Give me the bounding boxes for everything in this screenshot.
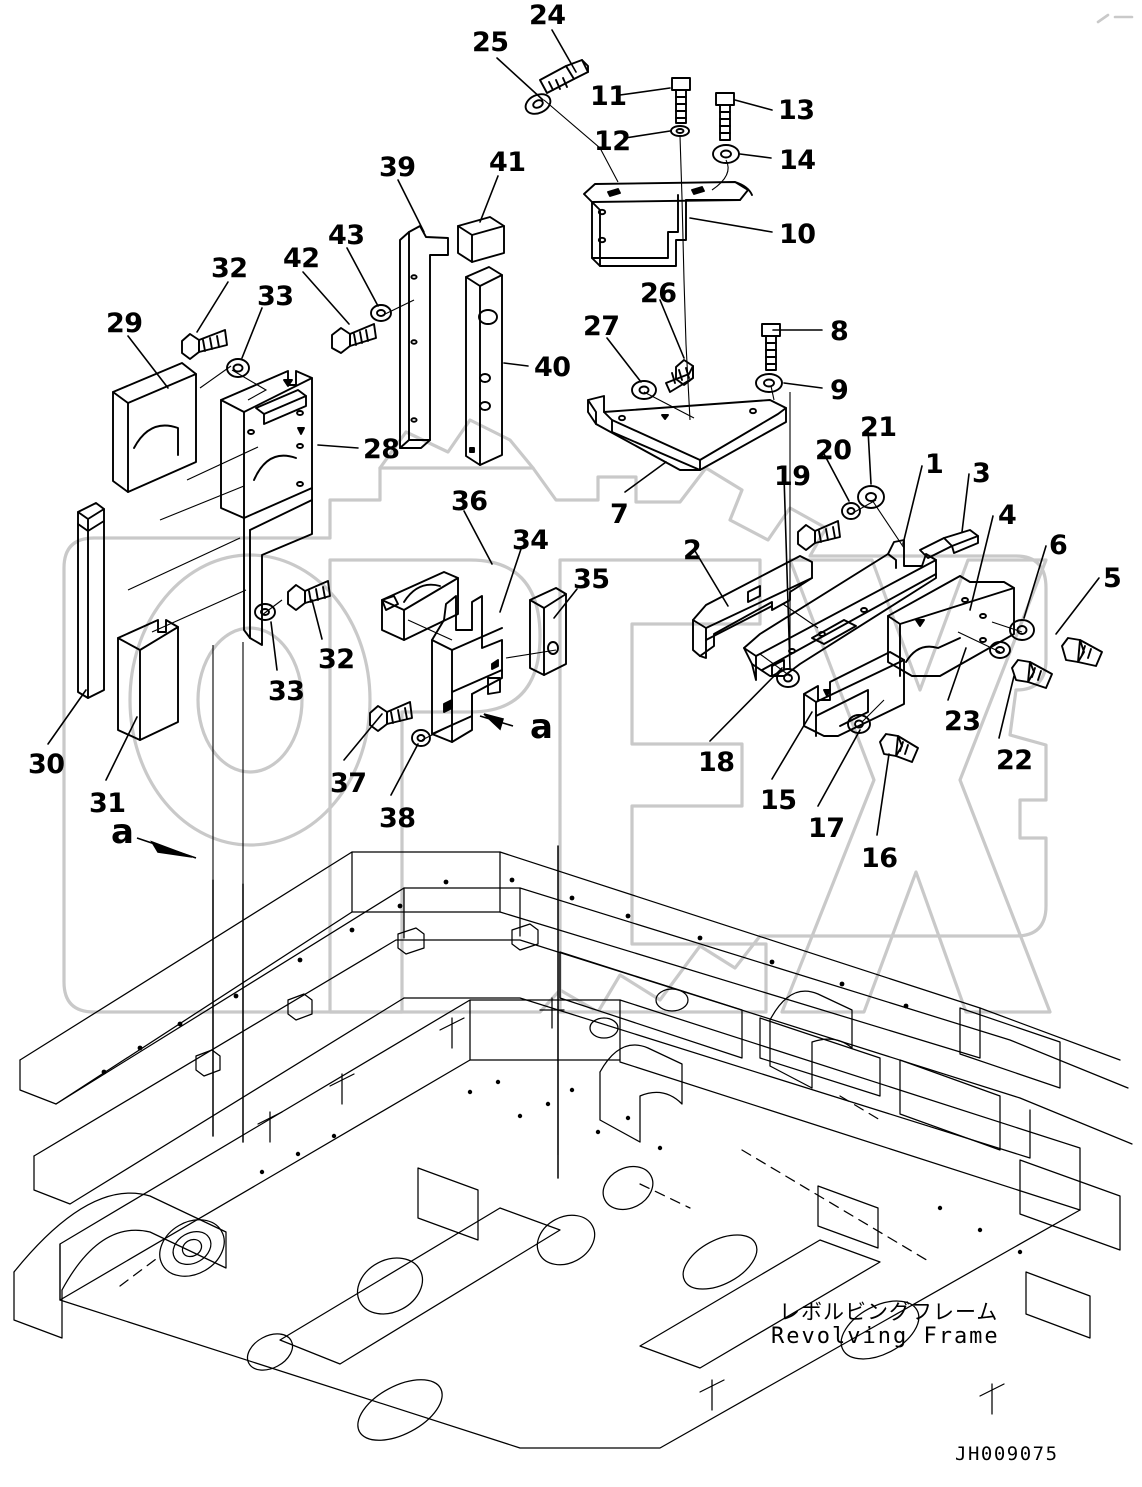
callout-35: 35 [573, 564, 610, 595]
callout-9: 9 [830, 375, 849, 406]
callout-6: 6 [1049, 530, 1068, 561]
callout-3: 3 [972, 458, 991, 489]
part-15-bracket [803, 651, 905, 737]
part-10-cover [583, 181, 753, 267]
caption-japanese: レボルビングフレーム [779, 1300, 999, 1324]
part-4-plate [887, 575, 1015, 677]
part-33-washer-lower [254, 603, 276, 621]
part-13-bolt [715, 92, 735, 141]
callout-18: 18 [698, 747, 735, 778]
callout-8: 8 [830, 316, 849, 347]
part-24-bolt [539, 59, 589, 94]
callout-4: 4 [998, 500, 1017, 531]
callout-12: 12 [594, 126, 631, 157]
part-42-bolt [331, 323, 377, 354]
part-32-bolt-upper [181, 329, 228, 360]
callout-20: 20 [815, 435, 852, 466]
callout-14: 14 [779, 145, 816, 176]
callout-42: 42 [283, 243, 320, 274]
part-9-washer [755, 373, 783, 393]
part-30-bar [77, 502, 105, 699]
part-26-bolt [665, 359, 694, 393]
part-22-bolt [1011, 659, 1053, 689]
part-2-rail [692, 555, 813, 659]
callout-33-lower: 33 [268, 676, 305, 707]
callout-13: 13 [778, 95, 815, 126]
part-29-plate [112, 362, 197, 493]
part-38-washer [411, 729, 431, 747]
callout-30: 30 [28, 749, 65, 780]
callout-41: 41 [489, 147, 526, 178]
callout-29: 29 [106, 308, 143, 339]
part-11-bolt [671, 77, 691, 124]
part-27-washer [631, 380, 657, 400]
callout-24: 24 [529, 0, 566, 31]
part-5-bolt [1061, 637, 1103, 667]
part-14-washer [712, 144, 740, 164]
part-32-bolt-lower [287, 580, 331, 611]
callout-37: 37 [330, 768, 367, 799]
callout-5: 5 [1103, 563, 1122, 594]
callout-16: 16 [861, 843, 898, 874]
callout-33-upper: 33 [257, 281, 294, 312]
part-28-bracket [220, 370, 313, 646]
callout-11: 11 [590, 81, 627, 112]
callout-40: 40 [534, 352, 571, 383]
callout-32-upper: 32 [211, 253, 248, 284]
callout-23: 23 [944, 706, 981, 737]
callout-7: 7 [610, 499, 629, 530]
callout-31: 31 [89, 788, 126, 819]
callout-1: 1 [925, 449, 944, 480]
part-8-bolt [761, 323, 781, 371]
part-33-washer-upper [226, 358, 250, 378]
callout-21: 21 [860, 412, 897, 443]
part-19-bolt [797, 520, 841, 551]
callout-38: 38 [379, 803, 416, 834]
part-7-bracket [587, 395, 787, 471]
drawing-number: JH009075 [955, 1443, 1059, 1465]
callout-34: 34 [512, 525, 549, 556]
part-36-plate [381, 571, 459, 641]
part-37-bolt [369, 701, 413, 732]
callout-19: 19 [774, 461, 811, 492]
callout-32-lower: 32 [318, 644, 355, 675]
part-16-bolt [879, 733, 919, 763]
callout-28: 28 [363, 434, 400, 465]
callout-25: 25 [472, 27, 509, 58]
part-3-pin [919, 529, 979, 559]
section-marker-a-center: a [530, 707, 553, 747]
part-21-washer [857, 485, 885, 509]
part-40-plate [465, 266, 503, 466]
section-marker-a-left: a [111, 812, 134, 852]
callout-15: 15 [760, 785, 797, 816]
part-34-bracket [431, 595, 503, 743]
callout-27: 27 [583, 311, 620, 342]
callout-39: 39 [379, 152, 416, 183]
callout-17: 17 [808, 813, 845, 844]
part-25-washer [524, 93, 552, 115]
callout-43: 43 [328, 220, 365, 251]
callout-36: 36 [451, 486, 488, 517]
caption-english: Revolving Frame [771, 1324, 1000, 1349]
part-35-plate [529, 587, 567, 676]
callout-26: 26 [640, 278, 677, 309]
part-41-block [457, 216, 505, 263]
callout-22: 22 [996, 745, 1033, 776]
callout-2: 2 [683, 535, 702, 566]
callout-10: 10 [779, 219, 816, 250]
